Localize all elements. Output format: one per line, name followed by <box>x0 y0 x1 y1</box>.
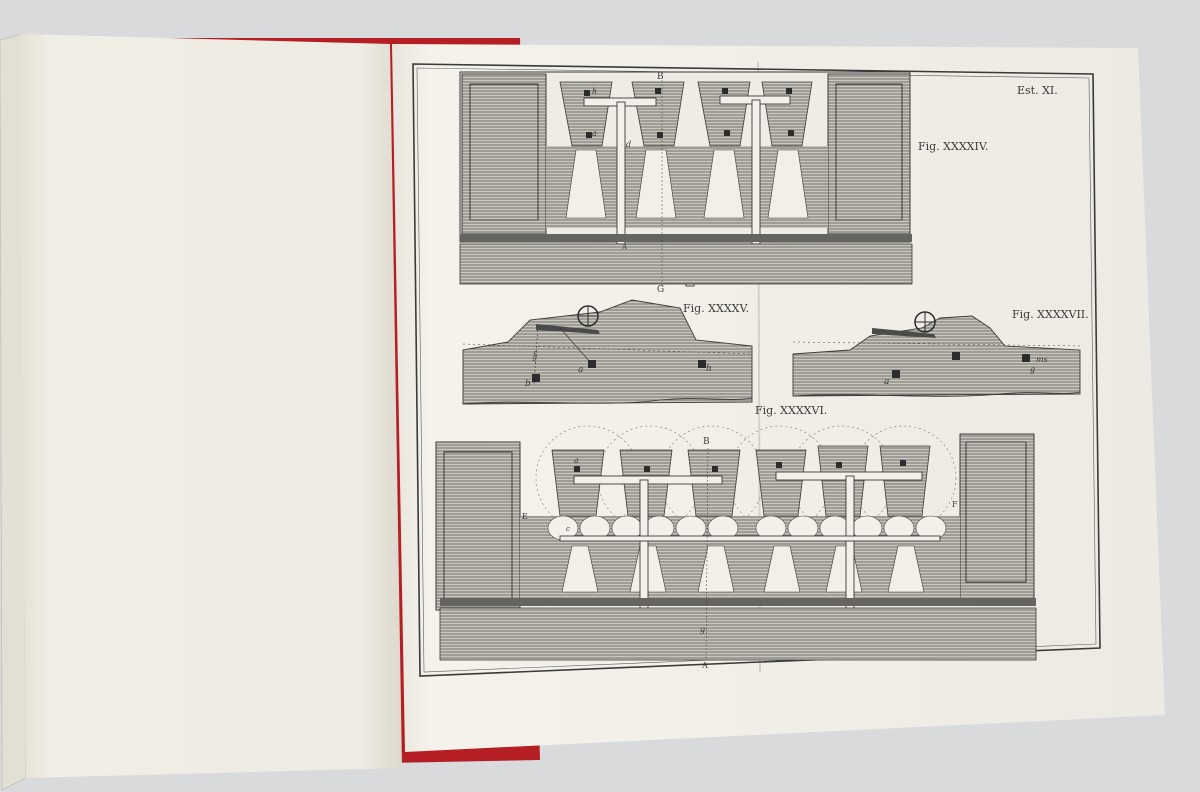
label-a-36: a <box>574 456 579 465</box>
label-a-34: a <box>592 129 597 138</box>
figure-35: b a h mn <box>462 299 753 405</box>
label-h: h <box>592 87 597 96</box>
caption-fig-37: Fig. XXXXVII. <box>1012 308 1089 321</box>
label-h-35: h <box>706 364 712 374</box>
figure-37: a ms g <box>792 311 1081 397</box>
left-page <box>20 34 402 778</box>
label-d: d <box>626 140 631 149</box>
plate-border <box>412 63 1101 677</box>
plate-number: Est. XI. <box>1017 84 1058 97</box>
label-ms: ms <box>1036 355 1048 364</box>
label-G: G <box>657 285 664 295</box>
figure-34: B G A d h a <box>459 71 913 295</box>
label-c: c <box>566 525 570 533</box>
caption-fig-34: Fig. XXXXIV. <box>918 140 988 153</box>
label-E: E <box>522 512 528 521</box>
label-B: B <box>657 72 664 82</box>
label-F: F <box>952 500 958 509</box>
label-mn: mn <box>530 349 540 362</box>
label-A-34: A <box>621 243 628 251</box>
label-a-35: a <box>578 365 583 375</box>
label-b: b <box>525 379 531 389</box>
label-A-36: A <box>701 661 708 670</box>
label-B-36: B <box>703 437 710 447</box>
caption-fig-35: Fig. XXXXV. <box>683 302 749 315</box>
figure-36: B A E F a c g <box>435 425 1037 670</box>
label-g: g <box>1030 365 1035 374</box>
caption-fig-36: Fig. XXXXVI. <box>755 404 827 417</box>
label-g-36: g <box>700 625 705 634</box>
label-a-37: a <box>884 377 889 387</box>
